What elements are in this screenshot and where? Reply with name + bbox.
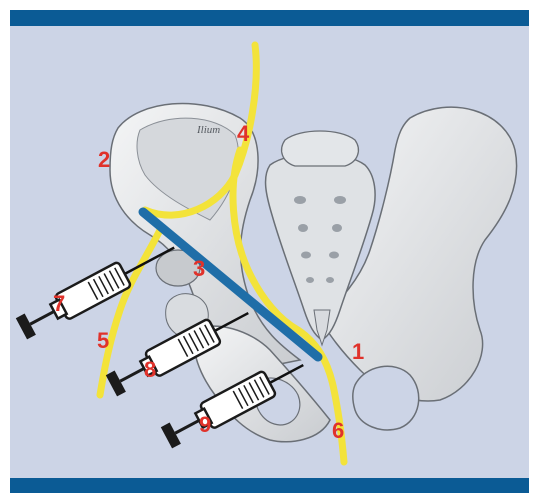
label-9: 9 [199, 412, 211, 437]
right-obturator-foramen [353, 366, 419, 430]
label-5: 5 [97, 328, 109, 353]
pelvis-illustration: Ilium [110, 103, 517, 441]
label-6: 6 [332, 418, 344, 443]
label-2: 2 [98, 147, 110, 172]
label-3: 3 [193, 256, 205, 281]
label-7: 7 [53, 291, 65, 316]
label-4: 4 [237, 121, 250, 146]
ilium-label: Ilium [196, 124, 220, 136]
coccyx [314, 310, 330, 345]
label-1: 1 [352, 339, 364, 364]
lumbar-vertebra [282, 131, 359, 166]
label-8: 8 [144, 357, 156, 382]
syringe-icon [15, 235, 181, 341]
